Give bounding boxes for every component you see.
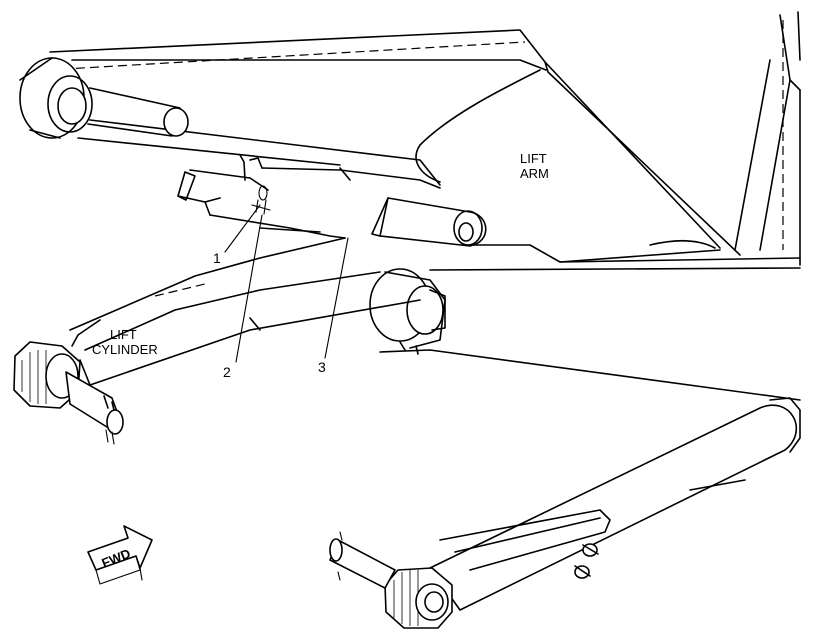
callout-1-number: 1 — [213, 250, 221, 266]
lift-cylinder-label-line1: LIFT — [110, 327, 137, 342]
lift-arm-label-line2: ARM — [520, 166, 549, 181]
callout-3: 3 — [318, 237, 349, 375]
callout-1: 1 — [213, 204, 261, 266]
pin-bracket-assembly — [177, 154, 487, 247]
lift-cylinder-left — [13, 237, 421, 445]
lift-cylinder-label-line2: CYLINDER — [92, 342, 158, 357]
lift-arm — [19, 11, 801, 401]
callout-2: 2 — [223, 214, 263, 380]
lower-pivot-boss — [369, 268, 446, 355]
callout-2-number: 2 — [223, 364, 231, 380]
callout-3-number: 3 — [318, 359, 326, 375]
forward-arrow-icon: FWD — [87, 525, 153, 585]
lift-cylinder-right — [329, 397, 801, 629]
lift-arm-label-line1: LIFT — [520, 151, 547, 166]
